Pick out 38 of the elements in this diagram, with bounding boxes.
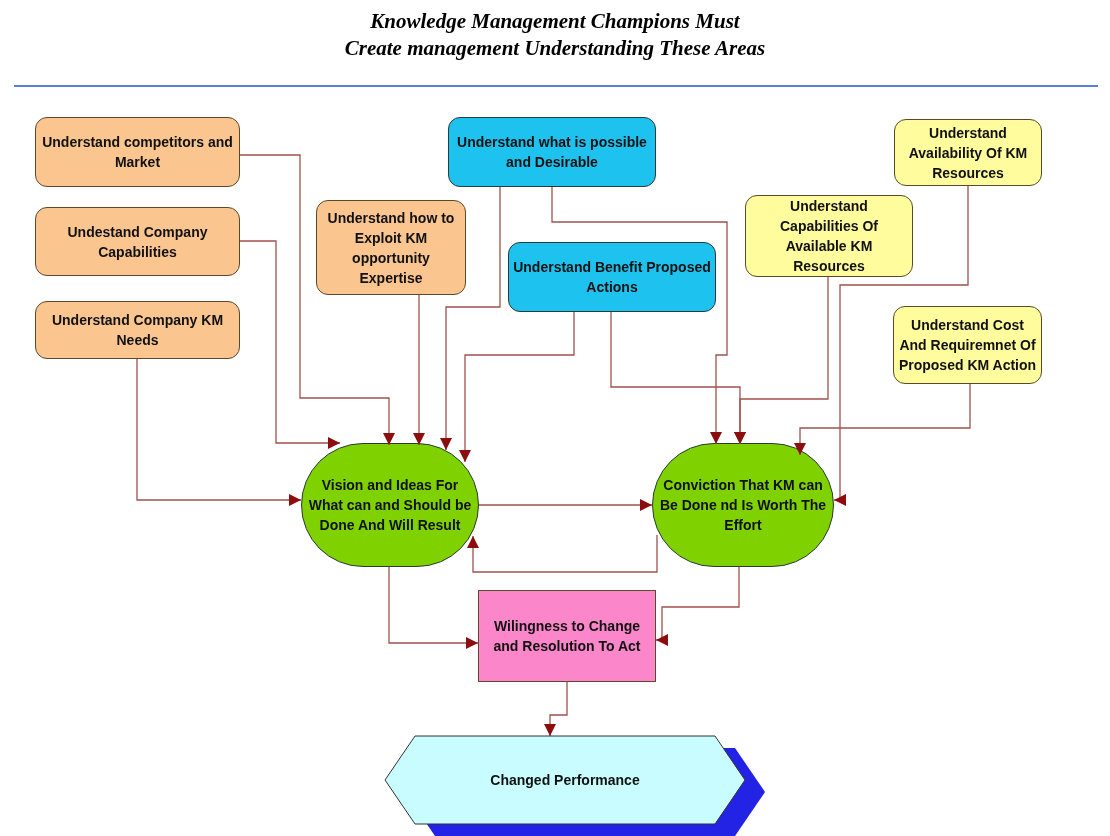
node-label: Understand Cost And Requiremnet Of Proposed KM Action xyxy=(897,316,1038,375)
connector-arrow xyxy=(833,185,969,506)
process-box xyxy=(448,117,656,187)
process-box xyxy=(35,207,240,276)
node-label: Understand Company KM Needs xyxy=(50,311,225,350)
node-label: Wilingness to Change and Resolution To Act xyxy=(492,617,642,656)
connector-arrow xyxy=(551,186,728,445)
process-box xyxy=(894,119,1042,186)
connector-arrow xyxy=(136,358,302,506)
process-box xyxy=(745,195,913,277)
process-box xyxy=(316,200,466,295)
node-label: Understand Benefit Proposed Actions xyxy=(512,258,712,297)
node-label: Understand what is possible and Desirable xyxy=(456,133,648,172)
connector-arrow xyxy=(544,681,568,737)
node-label: Conviction That KM can Be Done nd Is Worth The Effort xyxy=(658,476,828,535)
process-box xyxy=(893,306,1042,384)
node-label: Understand competitors and Market xyxy=(41,133,234,172)
connector-arrow xyxy=(478,499,653,511)
connector-arrow xyxy=(388,566,479,649)
connector-arrow xyxy=(655,566,740,646)
connector-arrow xyxy=(794,383,971,456)
process-box xyxy=(35,301,240,359)
connector-arrow xyxy=(440,186,501,451)
node-label: Understand how to Exploit KM opportunity Expertise xyxy=(326,208,456,288)
connector-arrow xyxy=(239,240,341,449)
process-box xyxy=(478,590,656,682)
connector-arrow xyxy=(413,294,425,446)
connector-arrow xyxy=(459,311,575,463)
connector-arrow xyxy=(467,534,658,573)
node-label: Changed Performance xyxy=(489,771,641,790)
node-label: Understand Availability Of KM Resources xyxy=(907,123,1029,183)
process-box xyxy=(508,242,716,312)
connector-arrow xyxy=(734,276,829,445)
node-label: Undestand Company Capabilities xyxy=(66,222,209,262)
process-box xyxy=(35,117,240,187)
node-label: Understand Capabilities Of Available KM Resources xyxy=(779,197,879,276)
node-label: Vision and Ideas For What can and Should be Done And Will Result xyxy=(307,476,473,535)
title: Knowledge Management Champions Must Create management Understanding These Areas xyxy=(343,8,767,62)
